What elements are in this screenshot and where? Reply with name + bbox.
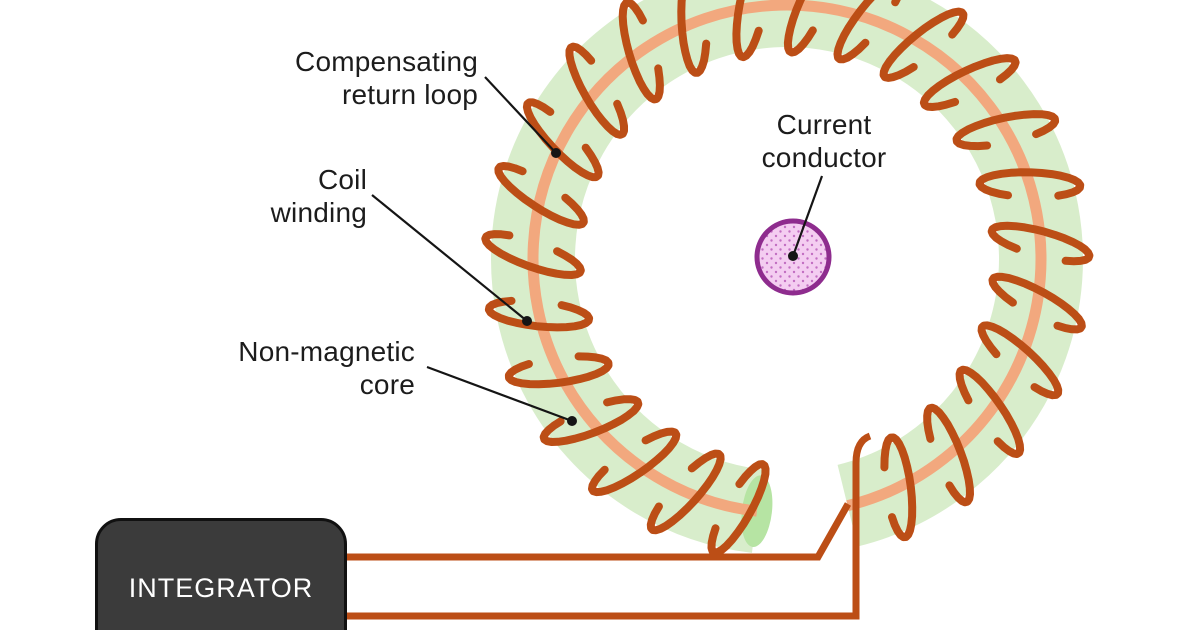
coil-winding-turn bbox=[732, 0, 763, 62]
coil-winding-turn bbox=[987, 221, 1094, 266]
coil-winding-turn bbox=[618, 0, 664, 104]
label-pointer-line bbox=[791, 175, 824, 257]
coil-winding-turn bbox=[919, 54, 1020, 111]
label-pointer-dot bbox=[551, 148, 561, 158]
label-coil-winding: Coil winding bbox=[270, 164, 367, 228]
label-pointer-dot bbox=[522, 316, 532, 326]
coil-winding-turn bbox=[975, 168, 1085, 200]
coil-winding-turn bbox=[646, 449, 725, 535]
label-pointer-dot bbox=[788, 251, 798, 261]
coil-winding-turn bbox=[833, 0, 901, 64]
coil-winding-turn bbox=[955, 365, 1025, 458]
label-pointer-line bbox=[371, 194, 528, 322]
coil-winding-turn bbox=[494, 162, 588, 229]
label-pointer-line bbox=[426, 365, 573, 423]
integrator-box: INTEGRATOR bbox=[95, 518, 347, 630]
coil-winding-turn bbox=[783, 0, 817, 57]
coil-winding-turn bbox=[988, 272, 1086, 334]
return-loop-output-wire bbox=[347, 502, 852, 561]
label-pointer-line bbox=[484, 76, 557, 154]
coil-winding-turn bbox=[952, 110, 1060, 151]
coil-winding-turn bbox=[707, 460, 770, 557]
coil-winding-turn bbox=[539, 395, 643, 446]
coil-winding-turn bbox=[504, 352, 613, 389]
label-pointer-dot bbox=[567, 416, 577, 426]
integrator-label: INTEGRATOR bbox=[128, 573, 314, 603]
coil-output-wire bbox=[347, 432, 872, 620]
coil-winding-turn bbox=[923, 403, 974, 507]
label-current-conductor: Current conductor bbox=[761, 109, 887, 173]
label-non-magnetic-core: Non-magnetic core bbox=[238, 336, 415, 400]
coil-winding-turn bbox=[588, 427, 681, 497]
coil-winding-turn bbox=[481, 230, 585, 279]
coil-winding-turn bbox=[677, 0, 711, 77]
coil-winding-turn bbox=[977, 321, 1063, 400]
coil-winding-turn bbox=[880, 433, 917, 542]
coil-winding-turn bbox=[879, 7, 968, 82]
coil-winding-turn bbox=[565, 42, 628, 139]
coil-winding-turn bbox=[484, 296, 594, 332]
label-compensating-return-loop: Compensating return loop bbox=[295, 46, 478, 110]
